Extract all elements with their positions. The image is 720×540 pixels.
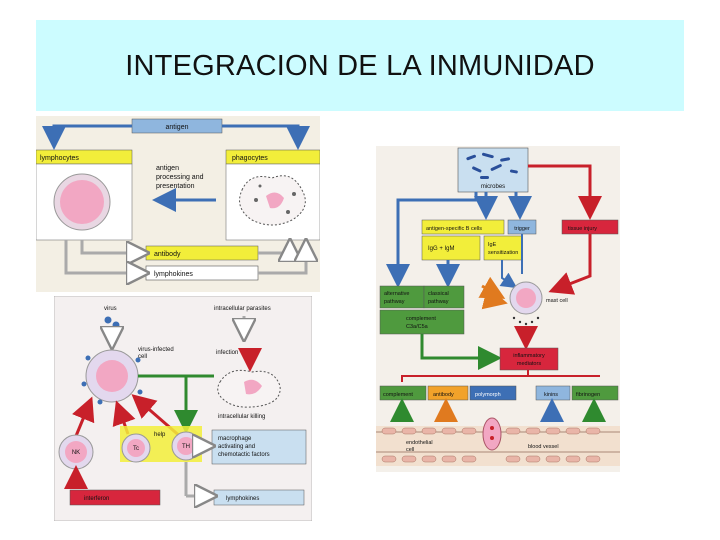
infection-label: infection: [216, 350, 238, 356]
trigger-label: trigger: [514, 226, 530, 232]
ige-label-1: IgE: [488, 242, 497, 248]
alt-pathway-label-1: alternative: [384, 291, 409, 297]
phagocytes-label: phagocytes: [232, 155, 268, 162]
ige-label-2: sensitization: [488, 250, 518, 256]
processing-label-1: antigen: [156, 165, 179, 172]
macrophage-label-1: macrophage: [218, 436, 252, 442]
title-banner: INTEGRACION DE LA INMUNIDAD: [36, 20, 684, 111]
inflammatory-label-1: inflammatory: [513, 353, 545, 359]
lymphokines-label: lymphokines: [154, 271, 193, 278]
complement-c3-label-1: complement: [406, 316, 436, 322]
microbes-label: microbes: [481, 184, 505, 190]
panel-antigen-processing: antigen lymphocytes phagocytes antigen p…: [36, 116, 320, 292]
complement-label: complement: [383, 392, 413, 398]
endothelial-label-2: cell: [406, 447, 414, 453]
macrophage-label-3: chemotactic factors: [218, 452, 270, 458]
b-cells-label: antigen-specific B cells: [426, 226, 482, 232]
kinins-label: kinins: [544, 392, 558, 398]
interferon-label: interferon: [84, 496, 109, 502]
intracellular-killing-label: intracellular killing: [218, 414, 265, 420]
virus-infected-label-1: virus-infected: [138, 347, 174, 353]
antibody-label: antibody: [154, 251, 181, 258]
polymorph-label: polymorph: [475, 392, 501, 398]
th-label: TH: [182, 444, 190, 450]
help-label: help: [154, 432, 166, 438]
processing-label-2: processing and: [156, 174, 204, 181]
lymphokines-label-2: lymphokines: [226, 496, 259, 502]
nk-label: NK: [72, 450, 80, 456]
classical-pathway-label-2: pathway: [428, 299, 449, 305]
complement-c3-box: [380, 310, 464, 334]
virus-label: virus: [104, 306, 117, 312]
panel-inflammation: microbes antigen-specific B cells trigge…: [376, 146, 620, 472]
alt-pathway-label-2: pathway: [384, 299, 405, 305]
complement-c3-label-2: C3a/C5a: [406, 324, 429, 330]
macrophage-label-2: activating and: [218, 444, 255, 450]
intracellular-parasites-label: intracellular parasites: [214, 306, 271, 312]
panel-cell-mediated-immunity: virus intracellular parasites virus-infe…: [54, 296, 312, 521]
mast-cell-label: mast cell: [546, 298, 568, 304]
fibrinogen-label: fibrinogen: [576, 392, 600, 398]
antibody-label-3: antibody: [433, 392, 454, 398]
classical-pathway-label-1: classical: [428, 291, 449, 297]
inflammatory-label-2: mediators: [517, 361, 541, 367]
tissue-injury-label: tissue injury: [568, 226, 597, 232]
blood-vessel-label: blood vessel: [528, 444, 559, 450]
antigen-label: antigen: [166, 124, 189, 131]
page-title: INTEGRACION DE LA INMUNIDAD: [36, 50, 684, 83]
tc-label: Tc: [133, 446, 139, 452]
polymorph-cell: [483, 418, 501, 450]
igg-igm-label: IgG + IgM: [428, 246, 455, 252]
virus-particle: [105, 317, 112, 324]
virus-infected-label-2: cell: [138, 354, 147, 360]
ige-box: [484, 236, 522, 260]
processing-label-3: presentation: [156, 183, 195, 190]
lymphocytes-label: lymphocytes: [40, 155, 79, 162]
endothelial-label-1: endothelial: [406, 440, 433, 446]
